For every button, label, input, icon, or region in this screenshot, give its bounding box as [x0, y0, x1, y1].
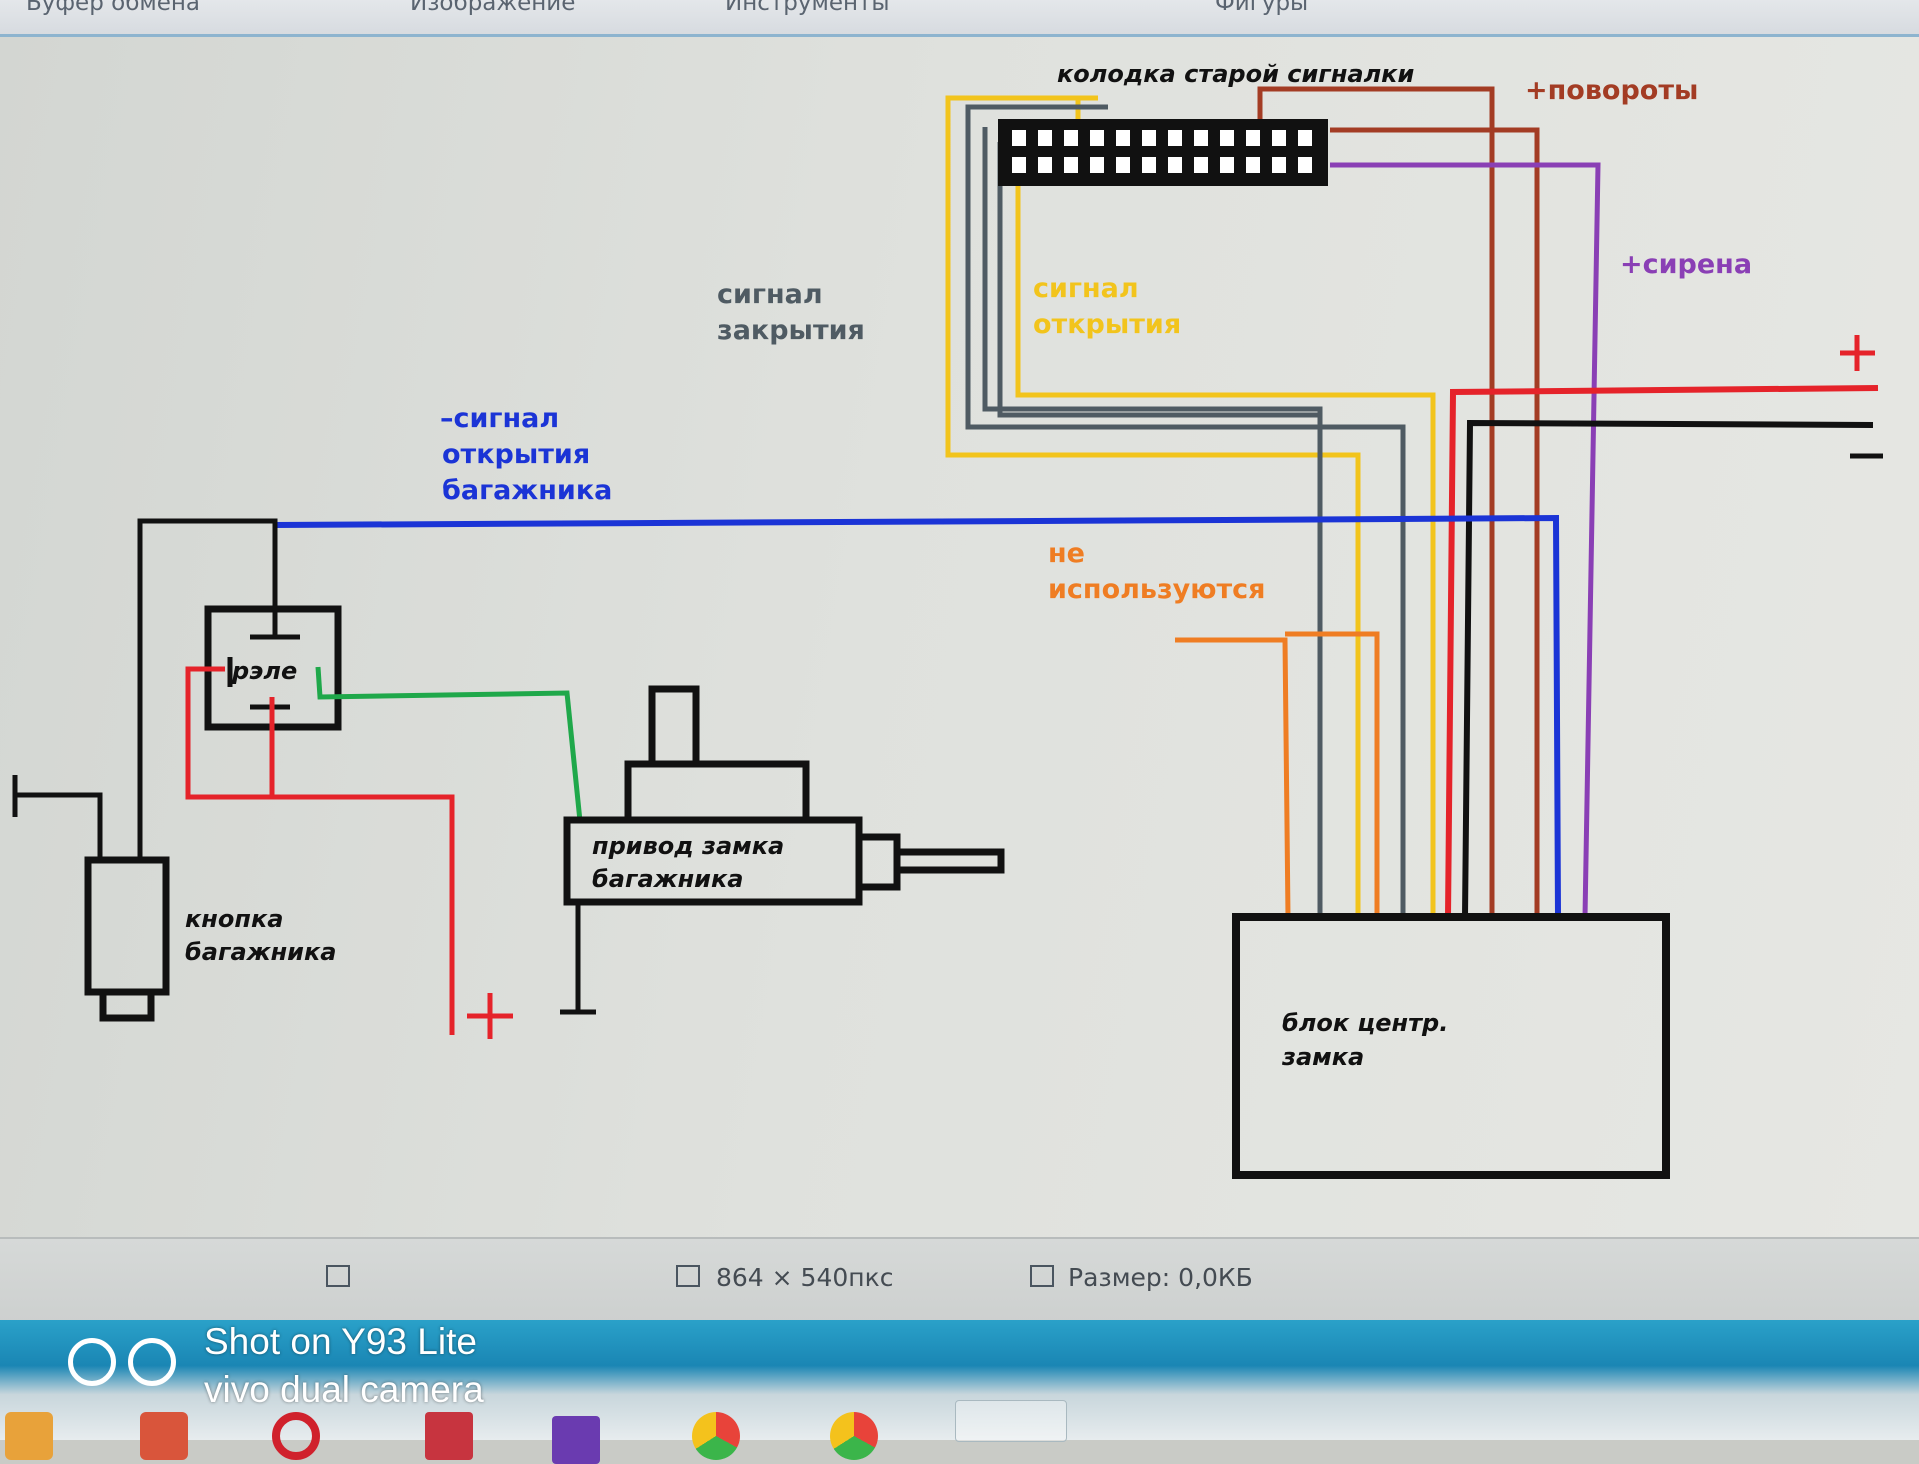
label-central-lock-2: замка	[1281, 1043, 1364, 1071]
wire-black-ground	[1462, 419, 1874, 918]
camera-watermark: Shot on Y93 Lite vivo dual camera	[60, 1318, 484, 1414]
watermark-line-2: vivo dual camera	[204, 1369, 484, 1410]
wire-black-relay	[137, 518, 278, 857]
wire-blue-trunk-signal	[274, 514, 1561, 918]
ribbon-group-tools[interactable]: Инструменты	[725, 0, 890, 16]
wiring-diagram: колодка старой сигналки +повороты +сирен…	[12, 60, 1883, 1179]
label-close-signal-2: закрытия	[717, 315, 865, 346]
selection-size-icon	[676, 1265, 700, 1287]
status-bar: 864 × 540пкс Размер: 0,0КБ	[0, 1237, 1919, 1322]
file-size: Размер: 0,0КБ	[1068, 1263, 1253, 1292]
label-trunk-signal-1: –сигнал	[440, 403, 559, 434]
wire-brown-1	[1257, 86, 1495, 917]
label-close-signal-1: сигнал	[717, 279, 823, 310]
label-trunk-signal-3: багажника	[442, 475, 612, 506]
wire-gray-mid	[982, 127, 1323, 917]
canvas-dimensions: 864 × 540пкс	[716, 1263, 894, 1292]
plus-symbol-bottom	[467, 993, 513, 1039]
wire-gray-inner	[997, 142, 1318, 418]
x-app-icon[interactable]	[425, 1412, 473, 1460]
wire-orange-2	[1285, 631, 1380, 917]
label-open-signal-2: открытия	[1033, 309, 1181, 340]
cursor-position-icon	[326, 1265, 350, 1287]
label-trunk-signal-2: открытия	[442, 439, 590, 470]
yellow-wires	[945, 95, 1436, 917]
plus-symbol-right	[1840, 335, 1875, 371]
label-open-signal-1: сигнал	[1033, 273, 1139, 304]
wire-red-power	[1445, 385, 1879, 918]
ribbon-group-shapes[interactable]: Фигуры	[1215, 0, 1309, 16]
wire-yellow-outer	[945, 95, 1361, 917]
vivo-logo-icon-1	[68, 1338, 116, 1386]
label-relay: рэле	[231, 657, 297, 685]
app-icon[interactable]	[140, 1412, 188, 1460]
vivo-logo-icon-2	[128, 1338, 176, 1386]
wire-red-relay	[185, 666, 455, 1035]
wire-purple	[1330, 162, 1601, 918]
paint-canvas[interactable]: колодка старой сигналки +повороты +сирен…	[0, 37, 1919, 1237]
wire-green-relay	[315, 666, 583, 822]
chrome-like-icon[interactable]	[692, 1412, 740, 1460]
folder-icon[interactable]	[5, 1412, 53, 1460]
label-button-1: кнопка	[185, 905, 283, 933]
label-unused-2: используются	[1048, 574, 1266, 605]
ribbon-group-image[interactable]: Изображение	[410, 0, 576, 16]
trunk-lock-actuator	[563, 685, 1005, 906]
label-actuator-2: багажника	[592, 865, 743, 893]
label-siren: +сирена	[1620, 249, 1752, 280]
wire-black-button	[12, 775, 103, 860]
chrome-icon[interactable]	[830, 1412, 878, 1460]
label-button-2: багажника	[185, 938, 336, 966]
wire-black-actuator	[560, 902, 596, 1015]
label-connector: колодка старой сигналки	[1057, 60, 1414, 88]
wire-gray-outer	[965, 104, 1406, 917]
old-alarm-connector	[998, 119, 1328, 186]
wire-brown-2	[1330, 127, 1540, 917]
save-size-icon	[1030, 1265, 1054, 1287]
paint-task-icon[interactable]	[955, 1400, 1067, 1442]
brown-wires	[1257, 86, 1540, 917]
orange-wires	[1175, 631, 1380, 918]
label-turn-signals: +повороты	[1525, 75, 1698, 106]
ribbon: Буфер обмена Изображение Инструменты Фиг…	[0, 0, 1919, 37]
label-unused-1: не	[1048, 538, 1085, 569]
ribbon-group-clipboard[interactable]: Буфер обмена	[26, 0, 201, 16]
label-central-lock-1: блок центр.	[1282, 1009, 1448, 1037]
trunk-button	[84, 856, 170, 1022]
label-actuator-1: привод замка	[592, 832, 784, 860]
taskbar	[0, 1320, 1919, 1464]
wire-orange-1	[1175, 637, 1291, 918]
wire-yellow-inner	[1015, 167, 1436, 917]
media-player-icon[interactable]	[552, 1416, 600, 1464]
watermark-line-1: Shot on Y93 Lite	[204, 1321, 477, 1362]
gray-wires	[965, 104, 1406, 917]
central-lock-unit	[1232, 913, 1670, 1179]
opera-icon[interactable]	[272, 1412, 320, 1460]
